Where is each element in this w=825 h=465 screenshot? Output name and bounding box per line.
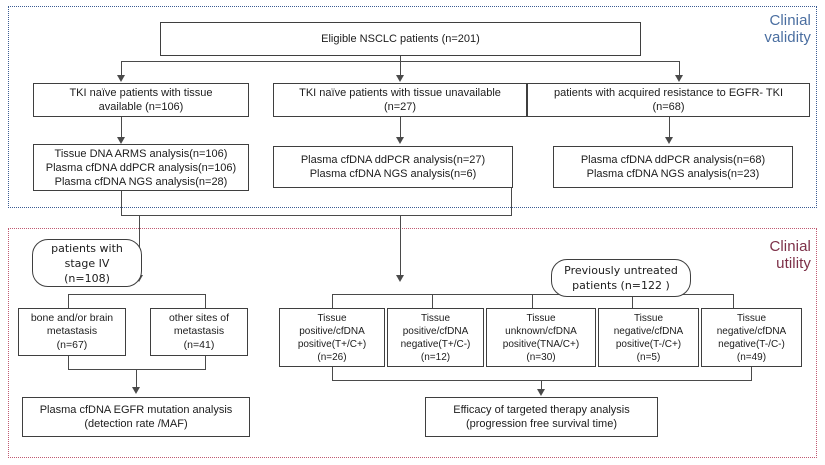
arrow-to-outcome-left [132,387,140,394]
section-clinical-validity [8,6,817,208]
connector-to-tnacp [532,294,534,308]
node-outcome-cfdna-egfr-mutation-analysis: Plasma cfDNA EGFR mutation analysis (det… [22,397,250,437]
node-tki-naive-tissue-unavailable: TKI naïve patients with tissue unavailab… [273,83,527,117]
node-outcome-efficacy-targeted-therapy: Efficacy of targeted therapy analysis (p… [425,397,658,437]
connector-tki-unavail-down [400,117,402,139]
arrow-acquired-down [665,137,673,144]
connector-to-tpcp [332,294,334,308]
connector-left-analysis-drop [121,191,123,216]
node-eligible-nsclc-patients: Eligible NSCLC patients (n=201) [160,22,641,56]
node-analysis-tissue-available: Tissue DNA ARMS analysis(n=106) Plasma c… [33,144,249,191]
connector-to-other-sites [205,294,207,308]
connector-left-analysis-bus [121,215,512,217]
connector-to-bone-brain [68,294,70,308]
node-tissue-unknown-cfdna-pos: Tissue unknown/cfDNA positive(TNA/C+) (n… [486,308,596,367]
arrow-tki-avail-down [117,137,125,144]
connector-acquired-down [669,117,671,139]
connector-to-tncn [733,294,735,308]
node-tissue-neg-cfdna-pos: Tissue negative/cfDNA positive(T-/C+) (n… [598,308,699,367]
node-patients-stage-iv: patients with stage IV (n=108) [32,239,142,287]
connector-other-sites-down [205,356,207,370]
arrow-to-tki-avail [117,75,125,82]
connector-to-tki-avail [121,61,123,77]
arrow-to-tki-unavail [396,75,404,82]
connector-mid-analysis-drop [511,188,513,216]
connector-merge-to-outcome-left [136,369,138,389]
node-tissue-neg-cfdna-neg: Tissue negative/cfDNA negative(T-/C-) (n… [701,308,802,367]
connector-bone-brain-down [68,356,70,370]
node-other-sites-metastasis: other sites of metastasis (n=41) [150,308,248,356]
connector-to-tki-unavail [400,61,402,77]
arrow-down-to-tissue-bus [396,275,404,282]
arrow-tki-unavail-down [396,137,404,144]
section-label-clinical-utility: Clinial utility [769,238,811,272]
section-clinical-utility [8,228,817,458]
node-analysis-acquired-resistance: Plasma cfDNA ddPCR analysis(n=68) Plasma… [553,146,793,188]
node-acquired-resistance-egfr-tki: patients with acquired resistance to EGF… [527,83,810,117]
connector-down-to-tissue-bus [400,215,402,277]
section-label-clinical-validity: Clinial validity [764,12,811,46]
connector-merge-to-outcome-right [541,380,543,391]
node-tki-naive-tissue-available: TKI naïve patients with tissue available… [33,83,249,117]
connector-to-acquired [679,61,681,77]
connector-eligible-stub [400,56,402,62]
arrow-to-outcome-right [537,389,545,396]
node-analysis-tissue-unavailable: Plasma cfDNA ddPCR analysis(n=27) Plasma… [273,146,513,188]
arrow-to-acquired [675,75,683,82]
connector-tpcp-down [332,367,334,381]
node-tissue-pos-cfdna-pos: Tissue positive/cfDNA positive(T+/C+) (n… [279,308,385,367]
connector-tki-avail-down [121,117,123,139]
connector-to-tpcn [432,294,434,308]
connector-stage-iv-bus [68,294,206,296]
node-tissue-pos-cfdna-neg: Tissue positive/cfDNA negative(T+/C-) (n… [387,308,484,367]
connector-to-tncp [632,294,634,308]
node-bone-brain-metastasis: bone and/or brain metastasis (n=67) [18,308,126,356]
node-previously-untreated-patients: Previously untreated patients (n=122 ) [551,259,691,297]
connector-tncn-down [751,367,753,381]
